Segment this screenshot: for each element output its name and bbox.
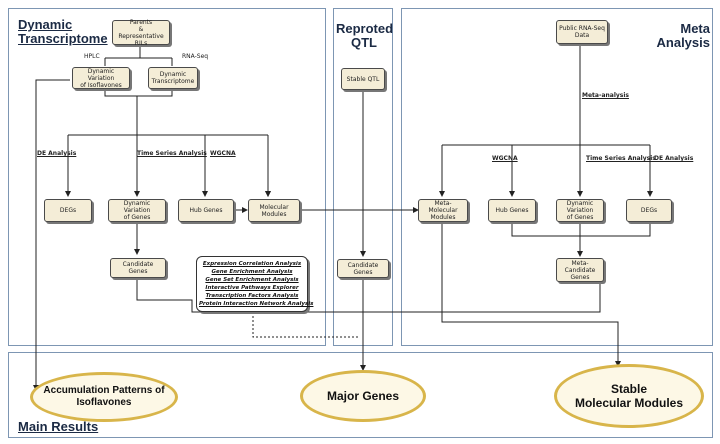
dynamic-genes-left-node: Dynamic Variation of Genes bbox=[108, 199, 166, 222]
public-rnaseq-node: Public RNA-Seq Data bbox=[556, 20, 608, 44]
analysis-item: Protein Interaction Network Analysis bbox=[199, 301, 314, 307]
accumulation-patterns-result: Accumulation Patterns of Isoflavones bbox=[30, 372, 178, 422]
dynamic-transcriptome-node: Dynamic Transcriptome bbox=[148, 67, 198, 89]
downstream-analyses-box: Expression Correlation Analysis Gene Enr… bbox=[196, 256, 314, 312]
candidate-genes-left-node: Candidate Genes bbox=[110, 258, 166, 278]
main-results-title: Main Results bbox=[18, 419, 99, 434]
meta-candidate-genes-node: Meta-Candidate Genes bbox=[556, 258, 604, 282]
hub-genes-right-node: Hub Genes bbox=[488, 199, 536, 222]
rnaseq-label: RNA-Seq bbox=[182, 53, 209, 60]
degs-left-node: DEGs bbox=[44, 199, 92, 222]
de-analysis-left-label: DE Analysis bbox=[37, 150, 77, 157]
analysis-item: Transcription Factors Analysis bbox=[205, 293, 299, 299]
dynamic-genes-right-node: Dynamic Variation of Genes bbox=[556, 199, 604, 222]
stable-molecular-modules-result: Stable Molecular Modules bbox=[554, 364, 704, 428]
reported-qtl-title: Reproted QTL bbox=[336, 21, 394, 50]
time-series-right-label: Time Series Analysis bbox=[586, 155, 656, 162]
candidate-genes-mid-node: Candidate Genes bbox=[337, 259, 389, 278]
analysis-item: Gene Set Enrichment Analysis bbox=[205, 277, 299, 283]
analysis-item: Expression Correlation Analysis bbox=[202, 261, 302, 267]
meta-analysis-title: Meta Analysis bbox=[656, 21, 710, 50]
major-genes-result: Major Genes bbox=[300, 370, 426, 422]
stable-qtl-node: Stable QTL bbox=[341, 68, 385, 90]
time-series-left-label: Time Series Analysis bbox=[137, 150, 207, 157]
meta-molecular-modules-node: Meta-Molecular Modules bbox=[418, 199, 468, 222]
hplc-label: HPLC bbox=[84, 53, 100, 60]
meta-analysis-label: Meta-analysis bbox=[582, 92, 629, 99]
dynamic-isoflavones-node: Dynamic Variation of Isoflavones bbox=[72, 67, 130, 89]
wgcna-right-label: WGCNA bbox=[492, 155, 518, 162]
de-analysis-right-label: DE Analysis bbox=[654, 155, 694, 162]
molecular-modules-node: Molecular Modules bbox=[248, 199, 300, 222]
meta-analysis-panel bbox=[401, 8, 713, 346]
parents-node: Parents & Representative RILs bbox=[112, 19, 170, 47]
analysis-item: Gene Enrichment Analysis bbox=[211, 269, 293, 275]
wgcna-left-label: WGCNA bbox=[210, 150, 236, 157]
degs-right-node: DEGs bbox=[626, 199, 672, 222]
dynamic-transcriptome-title: Dynamic Transcriptome bbox=[18, 17, 108, 46]
hub-genes-left-node: Hub Genes bbox=[178, 199, 234, 222]
analysis-item: Interactive Pathways Explorer bbox=[205, 285, 299, 291]
